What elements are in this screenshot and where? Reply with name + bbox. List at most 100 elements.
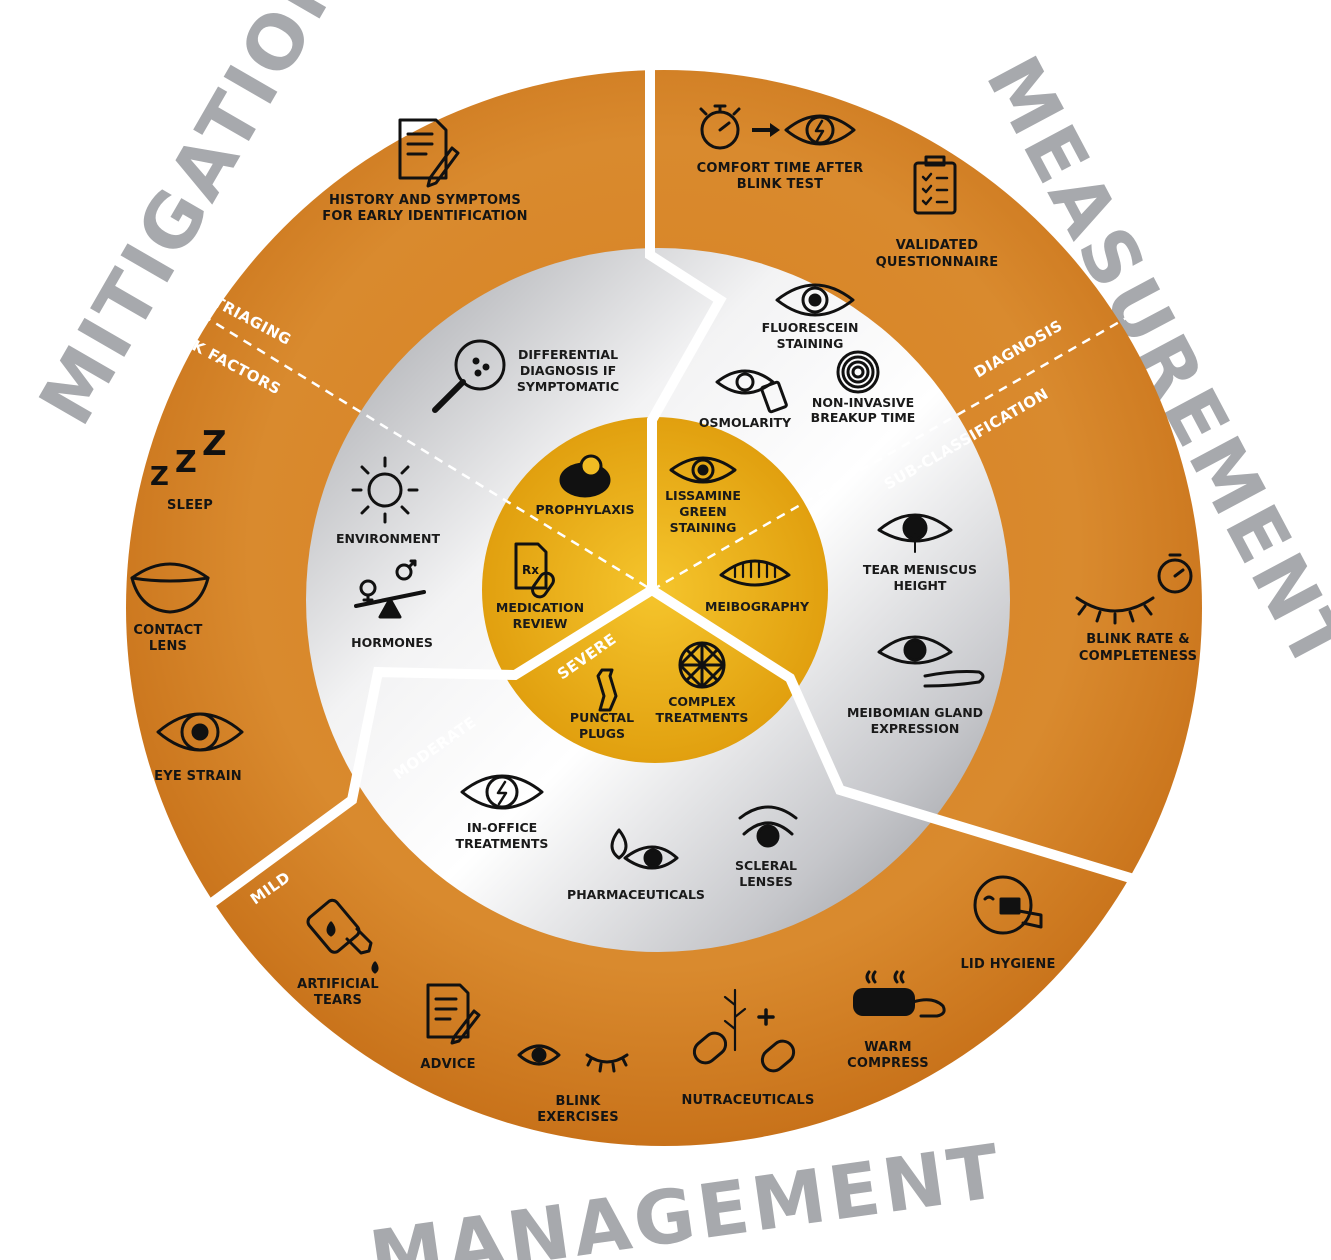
svg-text:SCLERAL: SCLERAL	[735, 858, 797, 873]
heading-management: MANAGEMENT	[365, 1128, 1009, 1260]
svg-text:Rx: Rx	[522, 563, 539, 577]
svg-text:COMPLEX: COMPLEX	[668, 694, 736, 709]
prescription-pill-icon: Rx	[514, 542, 555, 599]
svg-text:TREATMENTS: TREATMENTS	[456, 836, 549, 851]
svg-text:LENSES: LENSES	[739, 874, 793, 889]
herbal-capsule-icon	[692, 988, 796, 1073]
item-contact-lens: CONTACT LENS	[133, 623, 202, 654]
svg-text:BREAKUP TIME: BREAKUP TIME	[811, 410, 916, 425]
arrow-right-icon	[752, 123, 780, 137]
svg-text:EXERCISES: EXERCISES	[537, 1110, 619, 1125]
item-scleral-lenses: SCLERAL LENSES	[735, 858, 797, 889]
svg-text:Z: Z	[150, 462, 169, 492]
eye-finger-press-icon	[877, 635, 985, 688]
item-medication-review: MEDICATION REVIEW	[496, 600, 584, 631]
item-tear-meniscus: TEAR MENISCUS HEIGHT	[863, 562, 977, 593]
contact-lens-icon	[130, 562, 210, 614]
network-icon	[678, 641, 726, 689]
item-eye-strain: EYE STRAIN	[154, 769, 242, 784]
eye-staining-icon	[775, 283, 855, 317]
clipboard-checklist-icon	[913, 155, 957, 215]
svg-text:PROPHYLAXIS: PROPHYLAXIS	[535, 502, 634, 517]
svg-text:EYE STRAIN: EYE STRAIN	[154, 769, 242, 784]
svg-text:PHARMACEUTICALS: PHARMACEUTICALS	[567, 887, 705, 902]
svg-text:TEAR MENISCUS: TEAR MENISCUS	[863, 562, 977, 577]
svg-text:SLEEP: SLEEP	[167, 498, 213, 513]
item-complex-treatments: COMPLEX TREATMENTS	[656, 694, 749, 725]
stopwatch-icon	[699, 104, 741, 150]
magnifier-icon	[432, 339, 506, 413]
document-pencil-icon	[426, 983, 481, 1045]
punctal-plug-icon	[596, 668, 618, 712]
svg-text:NON-INVASIVE: NON-INVASIVE	[812, 395, 914, 410]
svg-text:VALIDATED: VALIDATED	[896, 238, 979, 253]
svg-text:DIFFERENTIAL: DIFFERENTIAL	[518, 347, 618, 362]
blink-eyes-icon	[517, 1044, 629, 1073]
document-pencil-icon	[398, 118, 460, 188]
item-pharmaceuticals: PHARMACEUTICALS	[567, 887, 705, 902]
svg-text:DIAGNOSIS IF: DIAGNOSIS IF	[520, 363, 616, 378]
svg-text:BLINK RATE &: BLINK RATE &	[1086, 632, 1190, 647]
item-in-office: IN-OFFICE TREATMENTS	[456, 820, 549, 851]
zzz-sleep-icon: Z Z Z	[150, 424, 227, 492]
item-advice: ADVICE	[420, 1057, 475, 1072]
item-punctal-plugs: PUNCTAL PLUGS	[570, 710, 634, 741]
svg-text:QUESTIONNAIRE: QUESTIONNAIRE	[876, 255, 999, 270]
item-environment: ENVIRONMENT	[336, 531, 440, 546]
warm-compress-icon	[853, 970, 946, 1018]
svg-text:WARM: WARM	[864, 1040, 912, 1055]
svg-text:HEIGHT: HEIGHT	[894, 578, 947, 593]
svg-text:TEARS: TEARS	[314, 993, 362, 1008]
eye-lightning-icon	[784, 114, 856, 146]
svg-text:Z: Z	[175, 445, 197, 480]
eye-meniscus-icon	[877, 513, 953, 553]
svg-text:GREEN: GREEN	[679, 504, 726, 519]
placido-rings-icon	[836, 350, 880, 394]
svg-text:PUNCTAL: PUNCTAL	[570, 710, 634, 725]
item-hormones: HORMONES	[351, 635, 433, 650]
svg-text:LENS: LENS	[149, 639, 187, 654]
svg-text:FOR EARLY IDENTIFICATION: FOR EARLY IDENTIFICATION	[322, 209, 527, 224]
svg-text:FLUORESCEIN: FLUORESCEIN	[762, 320, 859, 335]
svg-text:IN-OFFICE: IN-OFFICE	[467, 820, 537, 835]
svg-text:Z: Z	[202, 424, 227, 464]
section-dividers	[172, 0, 1172, 935]
svg-text:MEIBOMIAN GLAND: MEIBOMIAN GLAND	[847, 705, 983, 720]
closed-eye-stopwatch-icon	[1075, 553, 1193, 625]
svg-text:BLINK: BLINK	[556, 1094, 602, 1109]
svg-text:OSMOLARITY: OSMOLARITY	[699, 415, 792, 430]
meibography-eye-icon	[719, 559, 791, 587]
eye-drop-icon	[610, 828, 679, 870]
item-differential-diagnosis: DIFFERENTIAL DIAGNOSIS IF SYMPTOMATIC	[517, 347, 619, 394]
svg-text:HISTORY AND SYMPTOMS: HISTORY AND SYMPTOMS	[329, 193, 521, 208]
item-osmolarity: OSMOLARITY	[699, 415, 792, 430]
item-artificial-tears: ARTIFICIAL TEARS	[297, 977, 378, 1008]
dashed-dividers	[147, 280, 1176, 592]
lissamine-eye-icon	[669, 456, 737, 484]
eye-icon	[156, 712, 244, 752]
svg-text:MEIBOGRAPHY: MEIBOGRAPHY	[705, 599, 810, 614]
face-cleaning-icon	[973, 875, 1043, 935]
svg-text:COMFORT TIME AFTER: COMFORT TIME AFTER	[697, 161, 864, 176]
svg-text:MEDICATION: MEDICATION	[496, 600, 584, 615]
item-nibut: NON-INVASIVE BREAKUP TIME	[811, 395, 916, 425]
item-lissamine: LISSAMINE GREEN STAINING	[665, 488, 741, 535]
hormones-seesaw-icon	[354, 559, 426, 619]
item-sleep: SLEEP	[167, 498, 213, 513]
eye-lightning-icon	[460, 774, 544, 810]
item-warm-compress: WARM COMPRESS	[847, 1040, 929, 1071]
svg-text:EXPRESSION: EXPRESSION	[871, 721, 960, 736]
svg-text:BLINK TEST: BLINK TEST	[737, 177, 824, 192]
item-meibomian-expression: MEIBOMIAN GLAND EXPRESSION	[847, 705, 983, 736]
svg-text:ENVIRONMENT: ENVIRONMENT	[336, 531, 440, 546]
svg-text:LISSAMINE: LISSAMINE	[665, 488, 741, 503]
svg-text:LID HYGIENE: LID HYGIENE	[960, 957, 1055, 972]
svg-text:CONTACT: CONTACT	[133, 623, 202, 638]
item-blink-rate: BLINK RATE & COMPLETENESS	[1079, 632, 1197, 664]
scleral-lens-icon	[738, 805, 798, 848]
svg-text:HORMONES: HORMONES	[351, 635, 433, 650]
svg-text:REVIEW: REVIEW	[513, 616, 568, 631]
svg-text:COMPLETENESS: COMPLETENESS	[1079, 649, 1197, 664]
sun-icon	[351, 456, 419, 524]
